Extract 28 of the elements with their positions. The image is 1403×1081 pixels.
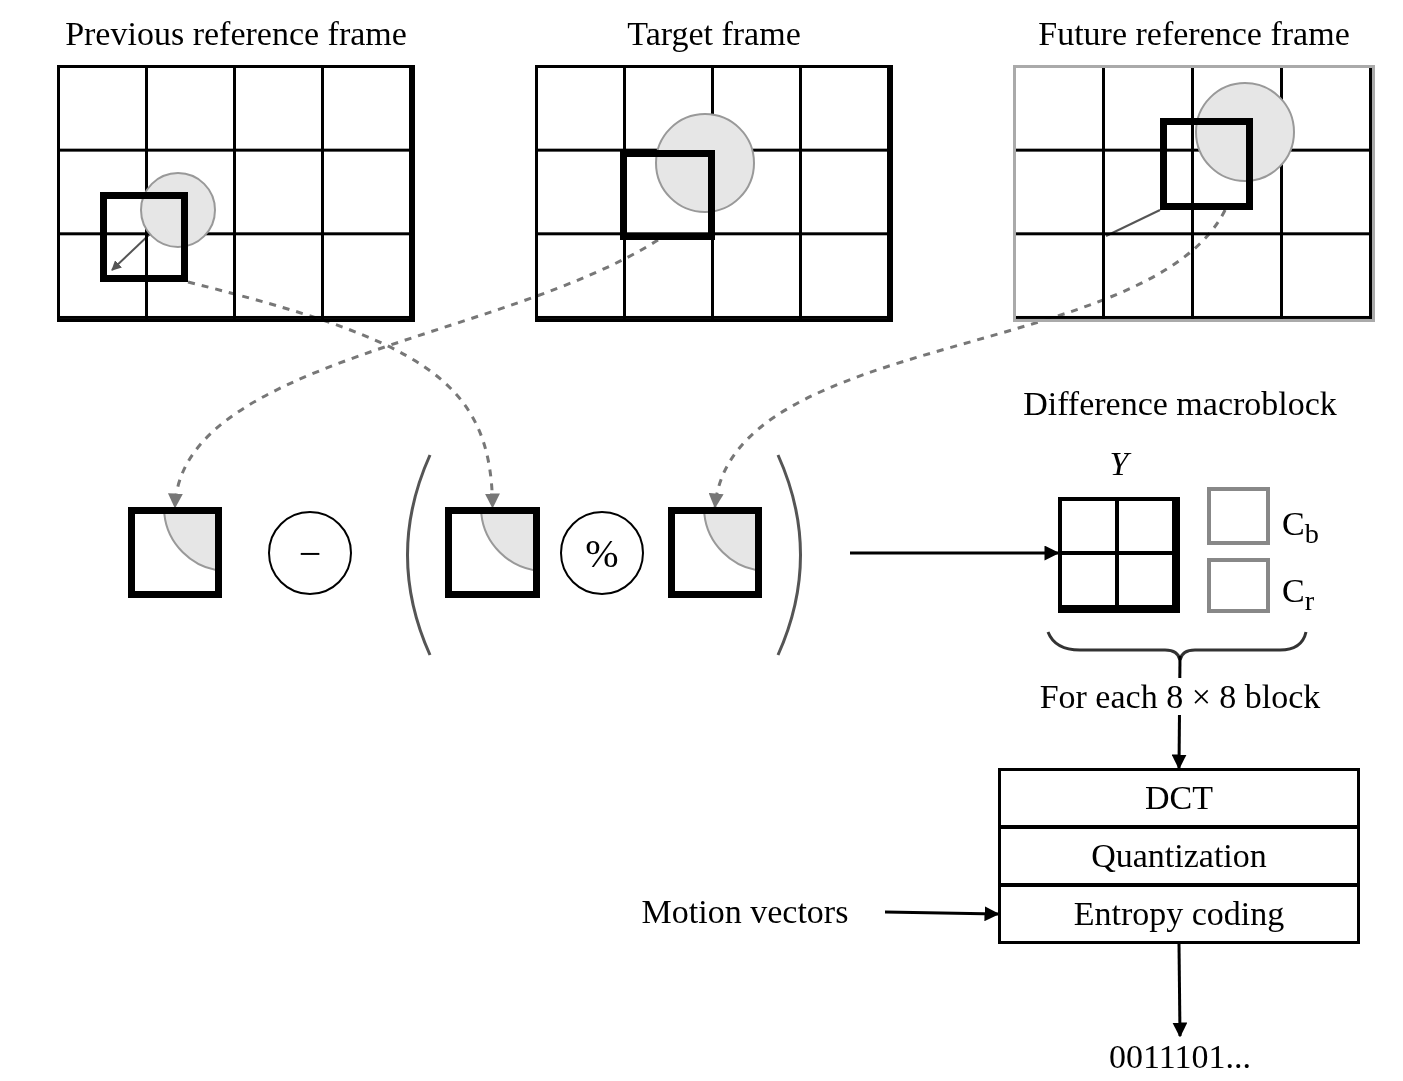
arrow: [850, 545, 1060, 561]
dashed-arrow: [170, 238, 659, 509]
process-box: DCT: [998, 768, 1360, 828]
diagram-label: Difference macroblock: [1022, 385, 1338, 423]
macroblock: [668, 507, 762, 598]
block-label: Y: [1058, 445, 1180, 483]
macroblock: [620, 150, 715, 240]
arrow: [884, 906, 1000, 922]
node-text: Motion vectors: [605, 890, 885, 934]
macroblock: [100, 192, 188, 282]
block-label: C$_{b}$: [1282, 505, 1319, 549]
chroma-block: [1207, 487, 1270, 545]
process-box: Entropy coding: [998, 884, 1360, 944]
frame-title: Future reference frame: [1037, 15, 1351, 53]
node-text: 0011101...: [1060, 1036, 1300, 1078]
macroblock: [1160, 118, 1253, 210]
operator-circle: −: [268, 511, 352, 595]
arrow: [1172, 944, 1188, 1038]
frame-title: Previous reference frame: [64, 15, 408, 53]
dashed-arrow: [187, 280, 500, 509]
chroma-block: [1207, 558, 1270, 613]
macroblock: [128, 507, 222, 598]
process-box: Quantization: [998, 826, 1360, 886]
operator-circle: %: [560, 511, 644, 595]
macroblock: [445, 507, 540, 598]
block-label: C$_{r}$: [1282, 572, 1315, 616]
frame-title: Target frame: [626, 15, 802, 53]
dashed-arrow: [711, 209, 1227, 509]
